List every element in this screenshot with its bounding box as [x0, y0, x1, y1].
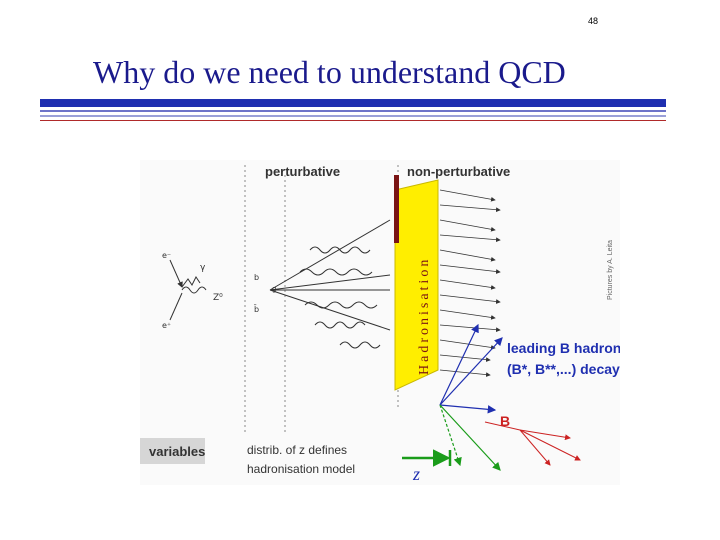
leading-b-hadron-arrows — [439, 323, 503, 414]
label-e-minus: e⁻ — [162, 251, 171, 260]
label-gamma: γ — [200, 263, 206, 273]
title-rule-thin — [40, 110, 666, 112]
label-e-plus: e⁺ — [162, 321, 171, 330]
page-number: 48 — [588, 16, 599, 26]
slide-title: Why do we need to understand QCD — [93, 54, 566, 90]
label-b-quark: b — [254, 273, 259, 282]
label-z: z — [412, 464, 420, 484]
ee-annihilation — [169, 259, 207, 321]
hadronisation-band — [394, 179, 439, 391]
variables-box — [140, 438, 205, 464]
z-variable-arrows — [402, 404, 501, 471]
b-decay-arrows — [484, 421, 581, 466]
label-credit: Pictures by A. Leita — [607, 240, 614, 300]
hadronisation-diagram: perturbative non-perturbative Hadronisat… — [140, 160, 620, 485]
label-nonperturbative: non-perturbative — [407, 164, 510, 179]
label-g: g — [272, 285, 276, 293]
region-dividers — [244, 165, 399, 435]
title-rule-thin — [40, 115, 666, 117]
label-bbar-quark: b̄ — [253, 304, 259, 314]
title-rule-red — [40, 120, 666, 121]
hadron-arrows — [439, 189, 501, 377]
label-leading-b-hadron: leading B hadron — [507, 340, 620, 356]
label-variables: variables — [149, 444, 205, 459]
label-hadronisation: Hadronisation — [417, 257, 432, 375]
label-perturbative: perturbative — [265, 164, 340, 179]
parton-shower-boundary-bar — [394, 175, 399, 243]
title-rule-thick — [40, 99, 666, 107]
label-distrib-line1: distrib. of z defines — [247, 443, 347, 457]
label-b-hadron: B — [500, 413, 510, 429]
parton-shower — [269, 219, 391, 349]
label-z0: Z⁰ — [213, 293, 223, 303]
label-distrib-line2: hadronisation model — [247, 462, 355, 476]
label-decay: (B*, B**,...) decay? — [507, 361, 620, 377]
